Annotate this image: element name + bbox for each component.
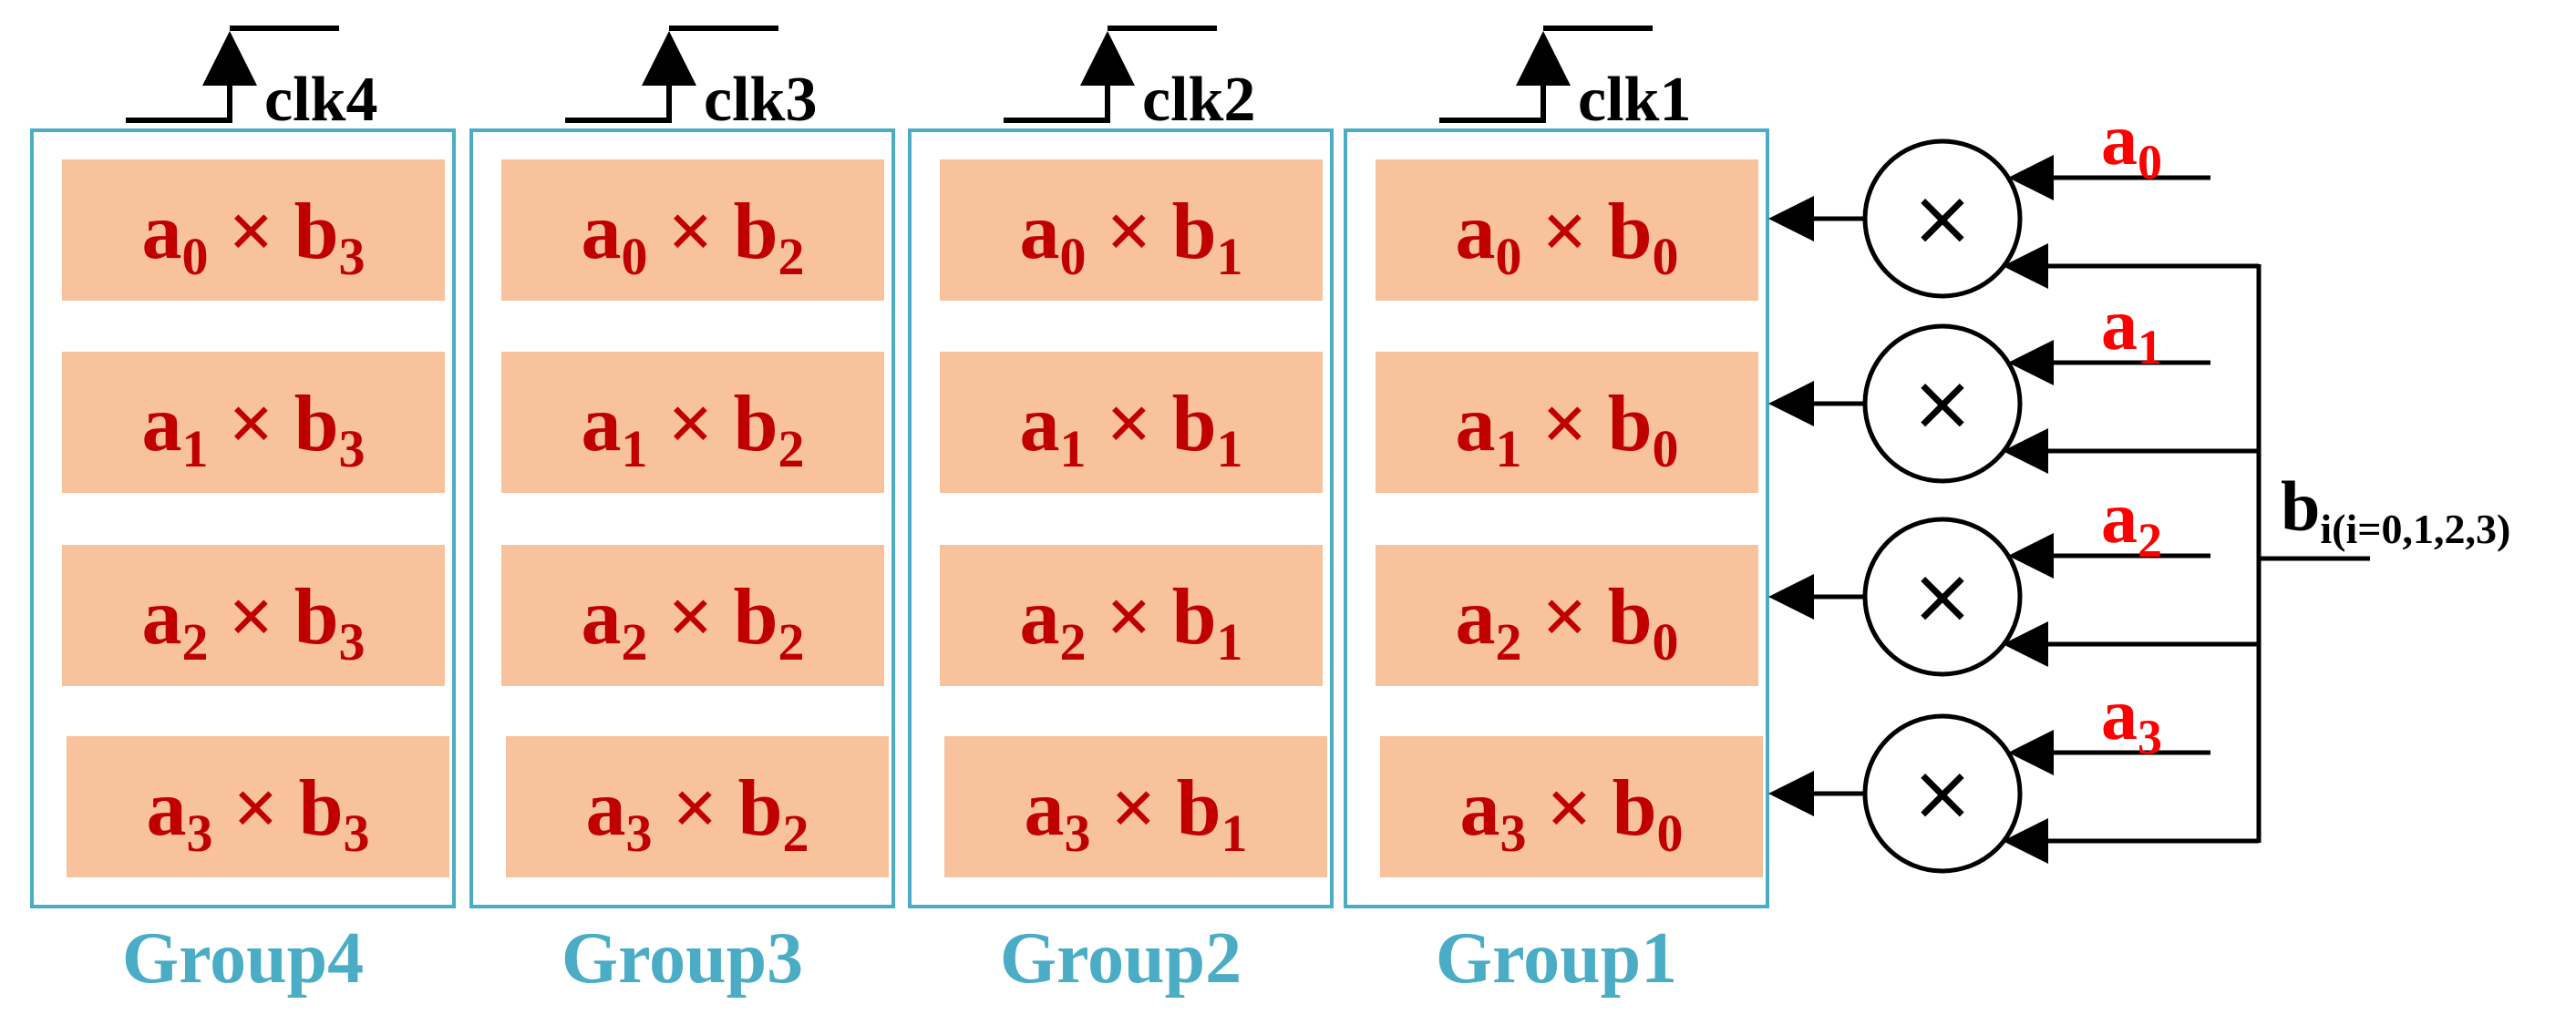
wires-layer — [1768, 155, 2370, 864]
product-expression: a2 × b1 — [1019, 573, 1242, 671]
product-cell: a2 × b0 — [1376, 545, 1758, 686]
multiplier-circle-icon — [1862, 713, 2023, 874]
product-cell-bg — [62, 545, 445, 686]
product-cell: a0 × b2 — [501, 159, 884, 301]
product-cell: a3 × b1 — [944, 736, 1327, 877]
product-expression: a3 × b1 — [1024, 764, 1247, 863]
product-expression: a3 × b3 — [146, 764, 369, 863]
multiplier-circle-icon — [1862, 323, 2023, 484]
group-outline — [30, 128, 456, 908]
clock-label: clk2 — [1142, 65, 1255, 135]
product-expression: a0 × b3 — [141, 188, 365, 286]
product-cell: a0 × b3 — [62, 159, 445, 301]
product-expression: a3 × b2 — [585, 764, 809, 863]
group-group2: clk2 a0 × b1 a1 × b1 a2 × b1 a3 × b1 Group2 — [908, 26, 1334, 999]
multiplier-0: × — [1862, 138, 2023, 299]
clock-rising-edge-icon — [565, 31, 696, 123]
product-cell-bg — [501, 159, 884, 301]
clock-edge-clk1: clk1 — [1439, 26, 1691, 135]
b-input-label: bi(i=0,1,2,3) — [2281, 466, 2510, 552]
product-cell-bg — [67, 736, 449, 877]
product-cell-bg — [506, 736, 889, 877]
product-cell: a0 × b1 — [940, 159, 1323, 301]
group-label: Group4 — [122, 918, 364, 999]
product-cell-bg — [944, 736, 1327, 877]
multiply-symbol: × — [1911, 748, 1974, 837]
product-cell: a1 × b1 — [940, 352, 1323, 493]
product-cell-bg — [940, 545, 1323, 686]
product-expression: a1 × b2 — [581, 380, 804, 478]
multiplier-circle-icon — [1862, 138, 2023, 299]
clock-edge-clk2: clk2 — [1004, 26, 1255, 135]
group-outline — [908, 128, 1334, 908]
a-input-label: a2 — [2101, 478, 2162, 568]
product-cell: a1 × b2 — [501, 352, 884, 493]
product-cell-bg — [1376, 545, 1758, 686]
product-cell-bg — [1376, 159, 1758, 301]
multiplier-1: × — [1862, 323, 2023, 484]
product-expression: a3 × b0 — [1459, 764, 1683, 863]
multiplier-circle-icon — [1862, 517, 2023, 677]
multiply-symbol: × — [1911, 173, 1974, 262]
clock-edge-clk4: clk4 — [126, 26, 377, 135]
multiplier-3: × — [1862, 713, 2023, 874]
product-expression: a2 × b0 — [1455, 573, 1678, 671]
inputs-layer: a0 a1 a2 a3 bi(i=0,1,2,3) — [2101, 100, 2510, 764]
product-expression: a2 × b3 — [141, 573, 365, 671]
group-label: Group3 — [562, 918, 803, 999]
product-cell-bg — [501, 545, 884, 686]
product-cell-bg — [62, 159, 445, 301]
product-cell: a2 × b3 — [62, 545, 445, 686]
product-expression: a2 × b2 — [581, 573, 804, 671]
product-expression: a1 × b0 — [1455, 380, 1678, 478]
product-cell: a3 × b2 — [506, 736, 889, 877]
product-cell: a2 × b2 — [501, 545, 884, 686]
product-cell-bg — [1380, 736, 1763, 877]
product-cell-bg — [1376, 352, 1758, 493]
product-expression: a0 × b2 — [581, 188, 804, 286]
a-input-label: a0 — [2101, 100, 2162, 190]
group-group3: clk3 a0 × b2 a1 × b2 a2 × b2 a3 × b2 Group3 — [469, 26, 895, 999]
multiplier-2: × — [1862, 517, 2023, 677]
a-input-label: a1 — [2101, 285, 2162, 374]
clock-rising-edge-icon — [1439, 31, 1571, 123]
multipliers-layer: × × × × — [1862, 138, 2023, 874]
product-expression: a1 × b3 — [141, 380, 365, 478]
group-outline — [1344, 128, 1769, 908]
clock-rising-edge-icon — [1004, 31, 1135, 123]
group-group4: clk4 a0 × b3 a1 × b3 a2 × b3 a3 × b3 Group4 — [30, 26, 456, 999]
group-label: Group1 — [1436, 918, 1677, 999]
clock-rising-edge-icon — [126, 31, 257, 123]
product-cell: a2 × b1 — [940, 545, 1323, 686]
product-expression: a0 × b0 — [1455, 188, 1678, 286]
group-label: Group2 — [1000, 918, 1242, 999]
product-cell-bg — [940, 352, 1323, 493]
clock-label: clk3 — [704, 65, 817, 135]
product-cell: a0 × b0 — [1376, 159, 1758, 301]
clock-edge-clk3: clk3 — [565, 26, 817, 135]
product-cell: a3 × b3 — [67, 736, 449, 877]
product-cell-bg — [501, 352, 884, 493]
a-input-label: a3 — [2101, 675, 2162, 764]
clock-label: clk4 — [264, 65, 377, 135]
multiply-symbol: × — [1911, 358, 1974, 447]
product-expression: a1 × b1 — [1019, 380, 1242, 478]
product-cell-bg — [940, 159, 1323, 301]
group-group1: clk1 a0 × b0 a1 × b0 a2 × b0 a3 × b0 Group1 — [1344, 26, 1769, 999]
product-cell-bg — [62, 352, 445, 493]
product-expression: a0 × b1 — [1019, 188, 1242, 286]
product-cell: a1 × b3 — [62, 352, 445, 493]
clock-label: clk1 — [1578, 65, 1691, 135]
multiply-symbol: × — [1911, 551, 1974, 641]
product-cell: a1 × b0 — [1376, 352, 1758, 493]
group-outline — [469, 128, 895, 908]
product-cell: a3 × b0 — [1380, 736, 1763, 877]
